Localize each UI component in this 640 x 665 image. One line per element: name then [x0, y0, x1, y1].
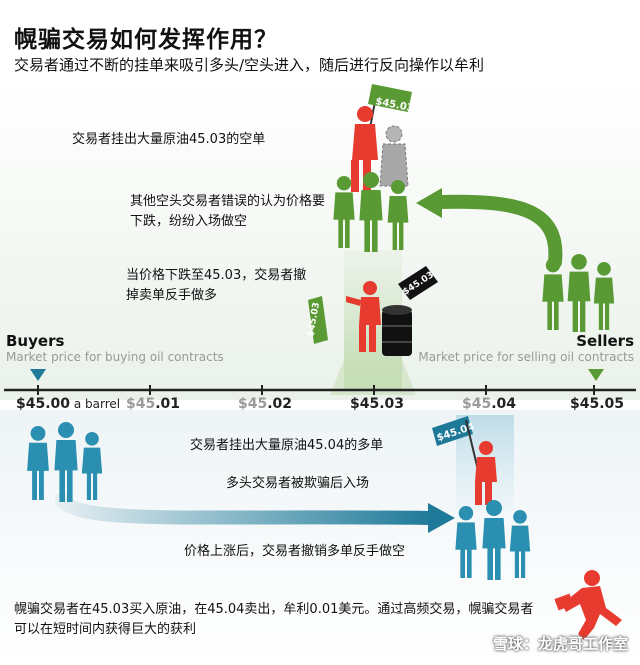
seller-figure	[567, 253, 591, 332]
price-tick-dollar: $45	[16, 396, 46, 412]
price-tick-dollar: $45	[462, 396, 492, 412]
price-tick-dollar: $45	[238, 396, 268, 412]
buyer-figure	[54, 422, 78, 502]
sellers-to-shorts-arrow	[433, 194, 563, 269]
price-tick-cents: .03	[379, 396, 405, 412]
price-flag-small-icon: $45.03	[306, 296, 328, 344]
fake-sell-order-icon	[379, 125, 409, 187]
sellers-to-shorts-arrowhead-icon	[416, 188, 442, 218]
price-tick-dollar: $45	[570, 396, 600, 412]
price-tick-label: $45.05	[570, 396, 624, 412]
step-cancel-buy: 价格上涨后，交易者撤销多单反手做空	[184, 544, 406, 559]
price-tick-label: $45.04	[462, 396, 516, 412]
spoofer-trader-bottom-icon	[465, 419, 497, 505]
price-tick-dollar: $45	[126, 396, 156, 412]
buyers-to-longs-arrowhead-icon	[428, 503, 455, 533]
price-tick-unit: a barrel	[70, 397, 121, 411]
step-cancel-sell: 当价格下跌至45.03，交易者撤掉卖单反手做多	[126, 268, 307, 303]
price-flag-top-icon: $45.03	[368, 84, 414, 114]
seller-figure	[542, 258, 564, 330]
short-traders-group-icon	[333, 172, 409, 252]
price-tick-dollar: $45	[350, 396, 380, 412]
price-tick-label: $45.01	[126, 396, 180, 412]
short-trader-figure	[387, 180, 409, 250]
step-longs-follow: 多头交易者被欺骗后入场	[226, 476, 370, 491]
spoofer-trader-top-icon	[351, 95, 378, 192]
price-column-base-45-03	[330, 360, 416, 395]
watermark: 雪球：龙虎哥工作室	[492, 635, 628, 653]
summary-text: 幌骗交易者在45.03买入原油，在45.04卖出，牟利0.01美元。通过高频交易…	[14, 602, 534, 637]
step-sell-wall: 交易者挂出大量原油45.03的空单	[72, 132, 266, 147]
buyers-group-icon	[27, 422, 103, 502]
sellers-group-icon	[542, 253, 615, 332]
price-tick-label: $45.03	[350, 396, 404, 412]
running-trader-icon	[554, 570, 622, 640]
long-trader-figure	[509, 510, 531, 578]
long-trader-figure	[455, 506, 477, 578]
spoofer-trader-middle-icon	[346, 281, 381, 352]
price-tick-cents: .04	[491, 396, 517, 412]
price-tick-cents: .01	[155, 396, 181, 412]
axis-tick-marks	[37, 385, 595, 395]
sellers-marker-icon	[588, 369, 604, 381]
step-buy-wall: 交易者挂出大量原油45.04的多单	[190, 438, 384, 453]
long-traders-group-icon	[455, 500, 531, 580]
buyers-to-longs-arrow	[55, 493, 437, 525]
price-tick-cents: .02	[267, 396, 293, 412]
sellers-label: Sellers	[576, 332, 634, 350]
price-tick-cents: .00	[45, 396, 71, 412]
seller-figure	[593, 262, 615, 330]
buyer-figure	[81, 432, 103, 500]
buyers-marker-icon	[30, 369, 46, 381]
buy-side-background	[0, 410, 640, 665]
sellers-description: Market price for selling oil contracts	[418, 350, 634, 364]
sell-side-background	[0, 78, 640, 400]
price-tick-label: $45.00 a barrel	[16, 396, 120, 412]
step-shorts-follow: 其他空头交易者错误的认为价格要下跌，纷纷入场做空	[130, 194, 326, 229]
short-trader-figure	[333, 176, 355, 248]
long-trader-figure	[482, 500, 506, 580]
page-title: 幌骗交易如何发挥作用？	[14, 27, 278, 53]
price-tick-cents: .05	[599, 396, 625, 412]
page-subtitle: 交易者通过不断的挂单来吸引多头/空头进入，随后进行反向操作以牟利	[14, 56, 485, 74]
barrel-price-tag-icon: $45.03	[398, 266, 438, 300]
short-trader-figure	[359, 172, 383, 252]
buyers-description: Market price for buying oil contracts	[6, 350, 224, 364]
price-tick-label: $45.02	[238, 396, 292, 412]
oil-barrel-icon	[382, 305, 412, 356]
buyer-figure	[27, 426, 49, 500]
buyers-label: Buyers	[6, 332, 65, 350]
